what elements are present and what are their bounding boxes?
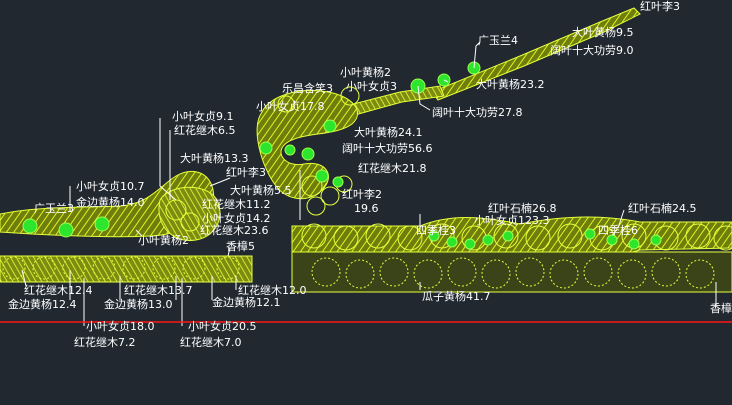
label-19-6: 19.6 (354, 202, 379, 215)
label-hongyeshinan-24-5: 红叶石楠24.5 (628, 201, 697, 215)
plant-labels: 红叶李3 大叶黄杨9.5 广玉兰4 阔叶十大功劳9.0 小叶黄杨2 大叶黄杨23… (8, 0, 732, 349)
shrub-symbols (22, 61, 662, 250)
label-xiaoyenvzhen-20-5: 小叶女贞20.5 (188, 319, 257, 333)
label-xiaoyenvzhen-17-8: 小叶女贞17.8 (256, 99, 325, 113)
label-jinbianhuangyang-13-0: 金边黄杨13.0 (104, 297, 173, 311)
label-dayehuangyang-24-1: 大叶黄杨24.1 (354, 125, 423, 139)
hedge-upper-diagonal (431, 7, 641, 101)
label-jinbianhuangyang-12-4: 金边黄杨12.4 (8, 297, 77, 311)
label-xiaoyenvzhen-10-7: 小叶女贞10.7 (76, 179, 145, 193)
label-guangyulan-3: 广玉兰3 (34, 202, 74, 215)
hedge-left-curve (0, 170, 214, 238)
tree-row-lower-right (311, 257, 715, 289)
label-jinbianhuangyang-14-0: 金边黄杨14.0 (76, 195, 145, 209)
label-honghuajimu-7-2: 红花继木7.2 (74, 336, 136, 349)
label-hongyeli-3: 红叶李3 (226, 165, 266, 179)
label-hongyeli-2: 红叶李2 (342, 187, 382, 201)
label-guazihuangyang-41-7: 瓜子黄杨41.7 (422, 289, 491, 303)
planting-beds (0, 7, 732, 293)
label-kuoye-27-8: 阔叶十大功劳27.8 (432, 105, 523, 119)
label-hongyeshinan-26-8: 红叶石楠26.8 (488, 201, 557, 215)
tree-row-lower-left (2, 256, 240, 280)
label-xiangzhang: 香樟 (710, 301, 732, 315)
label-xiaoyehuangyang-2: 小叶黄杨2 (340, 65, 391, 79)
label-xiaoyenvzhen-3: 小叶女贞3 (346, 79, 397, 93)
label-dayehuangyang-9-5: 大叶黄杨9.5 (572, 25, 634, 39)
label-xiaoyenvzhen-123-3: 小叶女贞123.3 (474, 213, 550, 227)
label-xiangzhang-5: 香樟5 (226, 239, 255, 253)
label-dayehuangyang-5-5: 大叶黄杨5.5 (230, 183, 292, 197)
hedge-lower-left-band (0, 255, 253, 283)
hedge-right-lower-band (291, 251, 732, 293)
label-xiaoyehuangyang-2b: 小叶黄杨2 (138, 233, 189, 247)
label-xiaoyenvzhen-18-0: 小叶女贞18.0 (86, 319, 155, 333)
leader-lines (21, 41, 717, 326)
label-xiaoyenvzhen-9-1: 小叶女贞9.1 (172, 109, 234, 123)
label-hongyeli-top: 红叶李3 (640, 0, 680, 13)
tree-symbols (2, 86, 732, 289)
label-kuoye-56-6: 阔叶十大功劳56.6 (342, 141, 433, 155)
label-kuoye-9-0: 阔叶十大功劳9.0 (550, 43, 634, 57)
label-jinbianhuangyang-12-1: 金边黄杨12.1 (212, 295, 281, 309)
label-honghuajimu-12-4: 红花继木12.4 (24, 284, 93, 297)
label-dayehuangyang-13-3: 大叶黄杨13.3 (180, 151, 249, 165)
label-guangyulan-4: 广玉兰4 (478, 34, 518, 47)
label-sijigui-6: 四季桂6 (598, 223, 638, 237)
label-sijigui-3: 四季桂3 (416, 223, 456, 237)
label-lechanghanxiao-3: 乐昌含笑3 (282, 81, 333, 95)
hedge-central-swirl (256, 89, 358, 200)
label-honghuajimu-12-0: 红花继木12.0 (238, 284, 307, 297)
label-honghuajimu-6-5: 红花继木6.5 (174, 124, 236, 137)
label-honghuajimu-7-0: 红花继木7.0 (180, 336, 242, 349)
label-xiaoyenvzhen-14-2: 小叶女贞14.2 (202, 211, 271, 225)
label-honghuajimu-23-6: 红花继木23.6 (200, 224, 269, 237)
label-honghuajimu-13-7: 红花继木13.7 (124, 284, 193, 297)
label-honghuajimu-11-2: 红花继木11.2 (202, 198, 271, 211)
label-honghuajimu-21-8: 红花继木21.8 (358, 162, 427, 175)
label-dayehuangyang-23-2: 大叶黄杨23.2 (476, 77, 545, 91)
